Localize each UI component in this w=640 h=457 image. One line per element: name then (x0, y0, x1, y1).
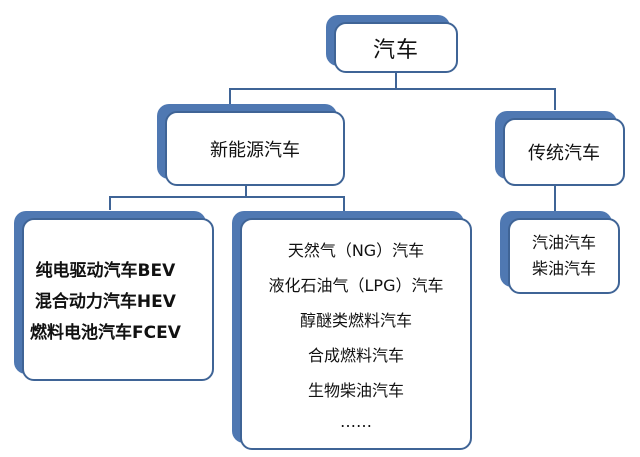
new-energy-label: 新能源汽车 (210, 139, 300, 161)
list-item: 液化石油气（LPG）汽车 (268, 276, 444, 295)
list-item: 柴油汽车 (531, 259, 596, 278)
new-energy-children-connector (109, 196, 345, 218)
list-item: 天然气（NG）汽车 (287, 241, 425, 260)
list-item: 汽油汽车 (531, 233, 596, 252)
electric-types-node: 纯电驱动汽车BEV 混合动力汽车HEV 燃料电池汽车FCEV (22, 218, 214, 381)
alt-fuel-node: 天然气（NG）汽车 液化石油气（LPG）汽车 醇醚类燃料汽车 合成燃料汽车 生物… (240, 218, 472, 450)
list-item: 纯电驱动汽车BEV (35, 261, 176, 281)
new-energy-node: 新能源汽车 (165, 111, 345, 186)
list-item: 生物柴油汽车 (307, 381, 404, 400)
fuel-types-node: 汽油汽车 柴油汽车 (508, 218, 620, 294)
list-item: 合成燃料汽车 (307, 346, 404, 365)
list-item: 醇醚类燃料汽车 (299, 311, 412, 330)
list-item: 燃料电池汽车FCEV (30, 323, 181, 343)
root-node: 汽车 (334, 22, 458, 73)
level2-connector (229, 88, 556, 110)
traditional-label: 传统汽车 (528, 143, 600, 164)
root-label: 汽车 (372, 37, 419, 63)
traditional-node: 传统汽车 (503, 118, 625, 186)
list-item: …… (340, 412, 372, 431)
list-item: 混合动力汽车HEV (34, 292, 176, 312)
electric-types-list: 纯电驱动汽车BEV 混合动力汽车HEV 燃料电池汽车FCEV (30, 250, 181, 349)
